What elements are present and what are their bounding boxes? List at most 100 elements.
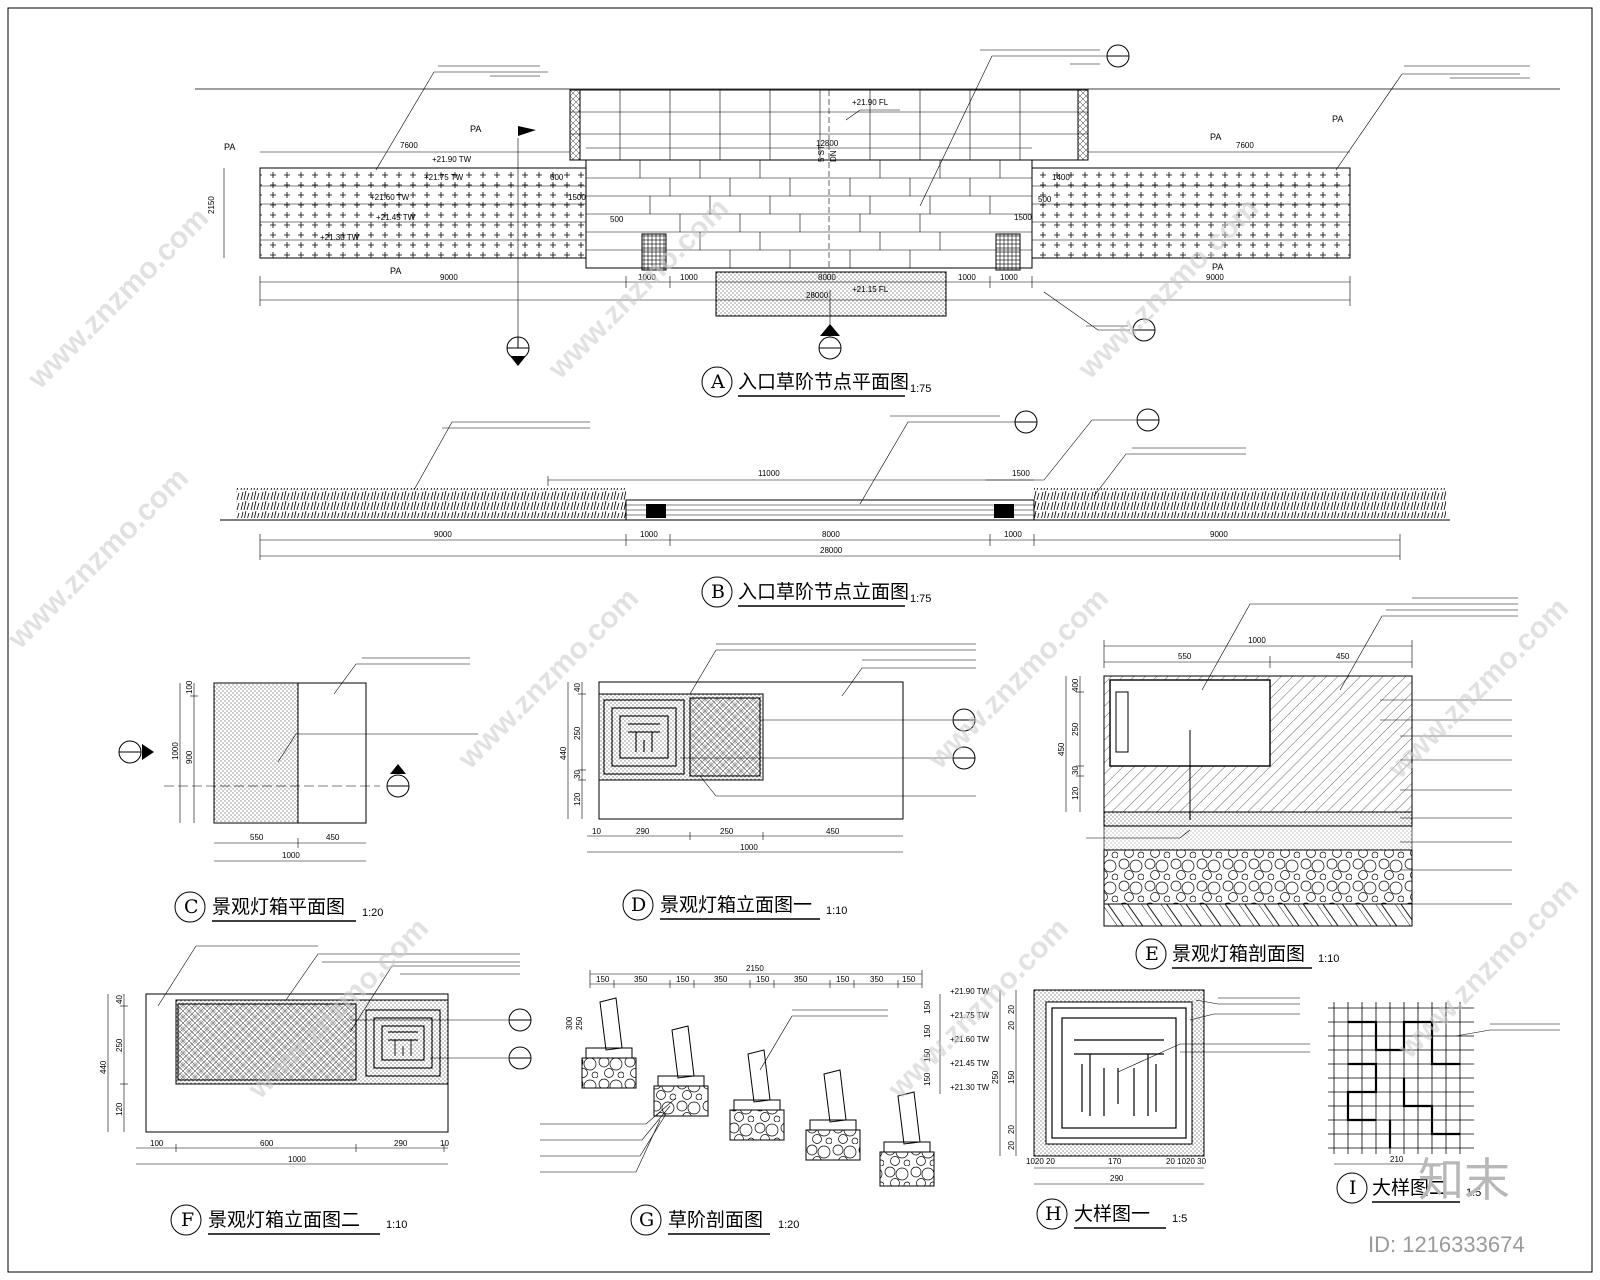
title-d: D 景观灯箱立面图一 1:10 <box>622 889 847 921</box>
dim-elev-1000: 1000 <box>640 530 658 539</box>
detail-grid <box>1328 1002 1474 1154</box>
dim-h-250: 250 <box>991 1070 1000 1084</box>
dim-f-100: 100 <box>150 1139 164 1148</box>
title-c-text: 景观灯箱平面图 <box>212 896 345 918</box>
watermark-text: www.znzmo.com <box>1391 872 1585 1066</box>
dim-d-290: 290 <box>636 827 650 836</box>
title-a-scale: 1:75 <box>910 383 931 395</box>
dim-f-250: 250 <box>115 1038 124 1052</box>
section-marker-e-icon <box>386 764 410 798</box>
title-f-scale: 1:10 <box>386 1219 407 1231</box>
dim-g-seg: 150 <box>596 975 610 984</box>
dim-d-1000: 1000 <box>740 843 758 852</box>
title-d-letter: D <box>631 894 646 916</box>
dim-light-plan-550: 550 <box>250 833 264 842</box>
level-tw: +21.90 TW <box>432 155 472 164</box>
title-h-text: 大样图一 <box>1074 1203 1150 1225</box>
dim-elev-right: 9000 <box>1210 530 1228 539</box>
dim-f-120: 120 <box>115 1102 124 1116</box>
title-c-letter: C <box>184 896 199 918</box>
step-unit <box>879 1091 935 1187</box>
dim-f-40: 40 <box>115 995 124 1004</box>
dim-e-1000: 1000 <box>1248 636 1266 645</box>
step-segment-dims: 150 350 150 350 150 350 150 350 150 <box>596 975 916 984</box>
watermark-layer: www.znzmo.com www.znzmo.com www.znzmo.co… <box>1 192 1585 1106</box>
dim-h-290: 290 <box>1110 1174 1124 1183</box>
detail-callout-icon <box>1014 410 1038 434</box>
pa-label: PA <box>390 266 401 276</box>
dim-f-600: 600 <box>260 1139 274 1148</box>
level-tw: +21.45 TW <box>376 213 416 222</box>
dim-plan-mid: 8000 <box>818 273 836 282</box>
dim-elev-total: 28000 <box>820 546 843 555</box>
soil-layer <box>1103 903 1413 927</box>
watermark-text: www.znzmo.com <box>921 582 1115 776</box>
dim-light-plan-100: 100 <box>185 680 194 694</box>
elev-leaders <box>413 415 1246 505</box>
dim-g-250: 250 <box>575 1016 584 1030</box>
drawing-e-light-section: 1000 550 450 450 400 250 30 120 <box>1057 597 1518 927</box>
dim-plan-right: 9000 <box>1206 273 1224 282</box>
dim-g-seg: 350 <box>714 975 728 984</box>
title-g-text: 草阶剖面图 <box>668 1209 763 1231</box>
drawing-h-detail1: 1020 20 170 20 1020 30 290 250 150 20 20… <box>991 989 1310 1185</box>
title-c-scale: 1:20 <box>362 907 383 919</box>
lev-g: +21.90 TW <box>950 987 990 996</box>
detail-callout-icon <box>1106 44 1130 68</box>
dim-i-210: 210 <box>1390 1155 1404 1164</box>
dim-h-bl: 1020 20 <box>1026 1157 1055 1166</box>
light-box-left <box>641 233 667 271</box>
flag-icon <box>518 126 536 136</box>
light-box-right <box>995 233 1021 271</box>
dim-d-10: 10 <box>592 827 601 836</box>
dim-plan-600: 600 <box>550 173 564 182</box>
dim-g-300: 300 <box>565 1016 574 1030</box>
dim-f-1000: 1000 <box>288 1155 306 1164</box>
pa-label: PA <box>470 124 481 134</box>
dim-plan-1500: 1500 <box>568 193 586 202</box>
title-f-letter: F <box>181 1209 194 1231</box>
level-top: +21.90 FL <box>852 98 889 107</box>
motif-panel-small <box>365 1009 441 1077</box>
lattice-panel <box>689 697 761 777</box>
dim-e-450: 450 <box>1336 652 1350 661</box>
title-g: G 草阶剖面图 1:20 <box>630 1204 799 1236</box>
dim-plan-500: 500 <box>1038 195 1052 204</box>
lev-g: +21.45 TW <box>950 1059 990 1068</box>
drawing-c-light-plan: 550 450 1000 1000 100 900 <box>118 657 478 862</box>
title-e-scale: 1:10 <box>1318 953 1339 965</box>
dim-elev-1000: 1000 <box>1004 530 1022 539</box>
watermark-text: www.znzmo.com <box>21 202 215 396</box>
dim-g-seg: 350 <box>870 975 884 984</box>
detail-callout-i-icon <box>952 708 976 732</box>
dim-light-plan-450: 450 <box>326 833 340 842</box>
dim-g-seg: 350 <box>634 975 648 984</box>
title-d-scale: 1:10 <box>826 905 847 917</box>
dim-e-450v: 450 <box>1057 742 1066 756</box>
watermark-text: www.znzmo.com <box>1 462 195 656</box>
light-elevation-left <box>646 504 666 518</box>
dn-label: DN <box>829 150 838 162</box>
pa-label: PA <box>224 142 235 152</box>
drawing-b-elevation: 11000 1500 28000 9000 9000 8000 1000 100… <box>220 408 1450 560</box>
dim-plan-1400: 1400 <box>1052 173 1070 182</box>
dim-light-plan-900: 900 <box>185 750 194 764</box>
title-e-letter: E <box>1145 943 1159 965</box>
level-tw: +21.60 TW <box>370 193 410 202</box>
motif-panel <box>603 699 685 775</box>
step-unit <box>805 1069 861 1161</box>
title-g-letter: G <box>639 1209 654 1231</box>
dim-elev-1500: 1500 <box>1012 469 1030 478</box>
dim-h-20: 20 <box>1007 1021 1016 1030</box>
drawing-f-light-elev2: 100 600 290 10 1000 440 40 250 120 <box>99 945 532 1165</box>
dim-d-440: 440 <box>559 746 568 760</box>
dim-d-250: 250 <box>720 827 734 836</box>
lattice-panel-wide <box>177 1003 357 1081</box>
dim-e-120: 120 <box>1071 786 1080 800</box>
drawing-g-step-section: 2150 150 350 150 350 150 350 150 350 150… <box>540 964 990 1187</box>
dim-plan-1000: 1000 <box>1000 273 1018 282</box>
title-h: H 大样图一 1:5 <box>1036 1198 1187 1230</box>
dim-h-20: 20 <box>1007 1005 1016 1014</box>
dim-g-seg: 350 <box>794 975 808 984</box>
grass-terrace-right <box>1031 167 1351 259</box>
